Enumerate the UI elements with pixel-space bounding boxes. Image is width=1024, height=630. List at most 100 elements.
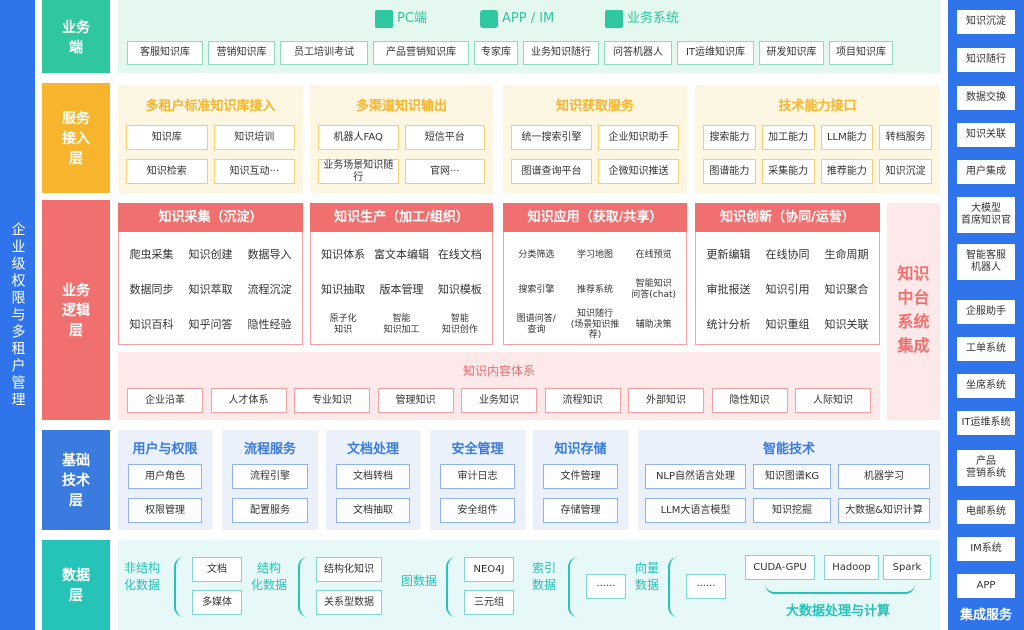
data-item: ······ [686, 574, 726, 599]
service-item: 图谱能力 [703, 159, 756, 184]
tech-item: 用户角色 [128, 464, 202, 489]
logic-item: 知识重组 [765, 318, 810, 332]
logic-item: 知识萃取 [188, 283, 233, 297]
data-item: ······ [586, 574, 626, 599]
logic-item: 知识聚合 [824, 283, 869, 297]
service-item: 知识库 [126, 125, 208, 150]
logic-item: 知乎问答 [188, 318, 233, 332]
integration-item: 用户集成 [957, 160, 1015, 184]
logic-item: 在线文档 [437, 248, 482, 262]
tech-item: 大数据&知识计算 [838, 498, 930, 523]
tech-group-title: 流程服务 [243, 442, 296, 457]
data-group-title: 索引 数据 [531, 561, 556, 592]
logic-item: 隐性经验 [247, 318, 292, 332]
integration-item: IM系统 [957, 537, 1015, 561]
business-item: 项目知识库 [829, 41, 893, 65]
content-item: 人际知识 [795, 388, 871, 413]
service-item: 知识检索 [126, 159, 208, 184]
business-item: 业务知识随行 [523, 41, 599, 65]
layer-label-data: 数据层 [42, 540, 110, 630]
logic-item: 知识随行 (场景知识推荐) [570, 308, 620, 341]
logic-item: 统计分析 [706, 318, 751, 332]
logic-item: 原子化 知识 [329, 314, 357, 335]
logic-group-title: 知识生产（加工/组织） [310, 203, 493, 232]
logic-item: 更新编辑 [706, 248, 751, 262]
integration-item: 知识关联 [957, 123, 1015, 147]
service-item: 搜索能力 [703, 125, 756, 150]
data-group-title: 向量 数据 [634, 561, 659, 592]
content-item: 企业沿革 [127, 388, 203, 413]
logic-group-title: 知识采集（沉淀） [118, 203, 303, 232]
logic-item: 爬虫采集 [129, 248, 174, 262]
logic-item: 搜索引擎 [518, 284, 555, 295]
integration-item: 工单系统 [957, 337, 1015, 361]
logic-item: 在线协同 [765, 248, 810, 262]
data-group-title: 非结构 化数据 [123, 561, 160, 592]
tech-item: 审计日志 [440, 464, 515, 489]
integration-item: APP [957, 574, 1015, 598]
service-item: 推荐能力 [820, 159, 874, 184]
logic-item: 知识关联 [824, 318, 869, 332]
business-item: 研发知识库 [759, 41, 824, 65]
monitor-icon [375, 10, 393, 28]
brace-icon [668, 557, 682, 617]
service-item: 机器人FAQ [318, 125, 399, 150]
integration-title: 集成服务 [959, 608, 1012, 623]
logic-item: 生命周期 [824, 248, 869, 262]
tech-group-title: 安全管理 [451, 442, 504, 457]
tech-item: 文件管理 [543, 464, 618, 489]
integration-item: 知识沉淀 [957, 10, 1015, 34]
logic-side-title: 知识中台系统集成 [897, 264, 930, 355]
logic-item: 知识创建 [188, 248, 233, 262]
bigdata-item: CUDA-GPU [745, 555, 815, 580]
business-item: 营销知识库 [208, 41, 275, 65]
tech-item: 流程引擎 [232, 464, 308, 489]
brace-bottom-icon [765, 582, 915, 594]
tech-item: 安全组件 [440, 498, 515, 523]
data-item: 关系型数据 [316, 590, 382, 615]
integration-item: 产品 营销系统 [957, 450, 1015, 486]
tech-item: 权限管理 [128, 498, 202, 523]
brace-icon [174, 557, 188, 617]
content-item: 专业知识 [294, 388, 370, 413]
business-item: 专家库 [474, 41, 518, 65]
service-item: 企微知识推送 [598, 159, 679, 184]
service-item: 知识培训 [213, 125, 295, 150]
tech-item: 存储管理 [543, 498, 618, 523]
service-item: 短信平台 [404, 125, 485, 150]
logic-item: 知识体系 [321, 248, 366, 262]
service-group-title: 技术能力接口 [778, 99, 857, 114]
brace-icon [446, 557, 460, 617]
channel-label: APP / IM [502, 11, 555, 26]
integration-item: 数据交换 [957, 86, 1015, 110]
layer-label-tech: 基础技术层 [42, 430, 110, 530]
left-permission-bar: 企业级权限与多租户管理 [0, 0, 35, 630]
service-item: 转档服务 [879, 125, 932, 150]
tech-group-title: 用户与权限 [132, 442, 198, 457]
layer-label-business_end: 业务端 [42, 0, 110, 73]
service-item: LLM能力 [820, 125, 874, 150]
service-item: 知识沉淀 [879, 159, 932, 184]
logic-item: 知识引用 [765, 283, 810, 297]
tech-group-title: 文档处理 [346, 442, 399, 457]
integration-item: 坐席系统 [957, 374, 1015, 398]
data-item: 三元组 [464, 590, 514, 615]
logic-item: 知识百科 [129, 318, 174, 332]
logic-item: 知识抽取 [321, 283, 366, 297]
content-item: 隐性知识 [711, 388, 788, 413]
content-item: 外部知识 [628, 388, 704, 413]
content-title: 知识内容体系 [462, 364, 535, 378]
data-group-title: 结构 化数据 [250, 561, 287, 592]
data-group-title: 图数据 [400, 574, 437, 588]
service-item: 知识互动··· [213, 159, 295, 184]
service-item: 图谱查询平台 [511, 159, 592, 184]
service-item: 统一搜索引擎 [511, 125, 592, 150]
layer-label-service: 服务接入层 [42, 83, 110, 193]
integration-item: 电邮系统 [957, 500, 1015, 524]
tech-item: NLP自然语言处理 [645, 464, 746, 489]
tech-item: 配置服务 [232, 498, 308, 523]
logic-item: 图谱问答/ 查询 [516, 314, 556, 335]
service-item: 采集能力 [761, 159, 815, 184]
data-item: 结构化知识 [316, 557, 382, 582]
data-item: 多媒体 [192, 590, 242, 615]
